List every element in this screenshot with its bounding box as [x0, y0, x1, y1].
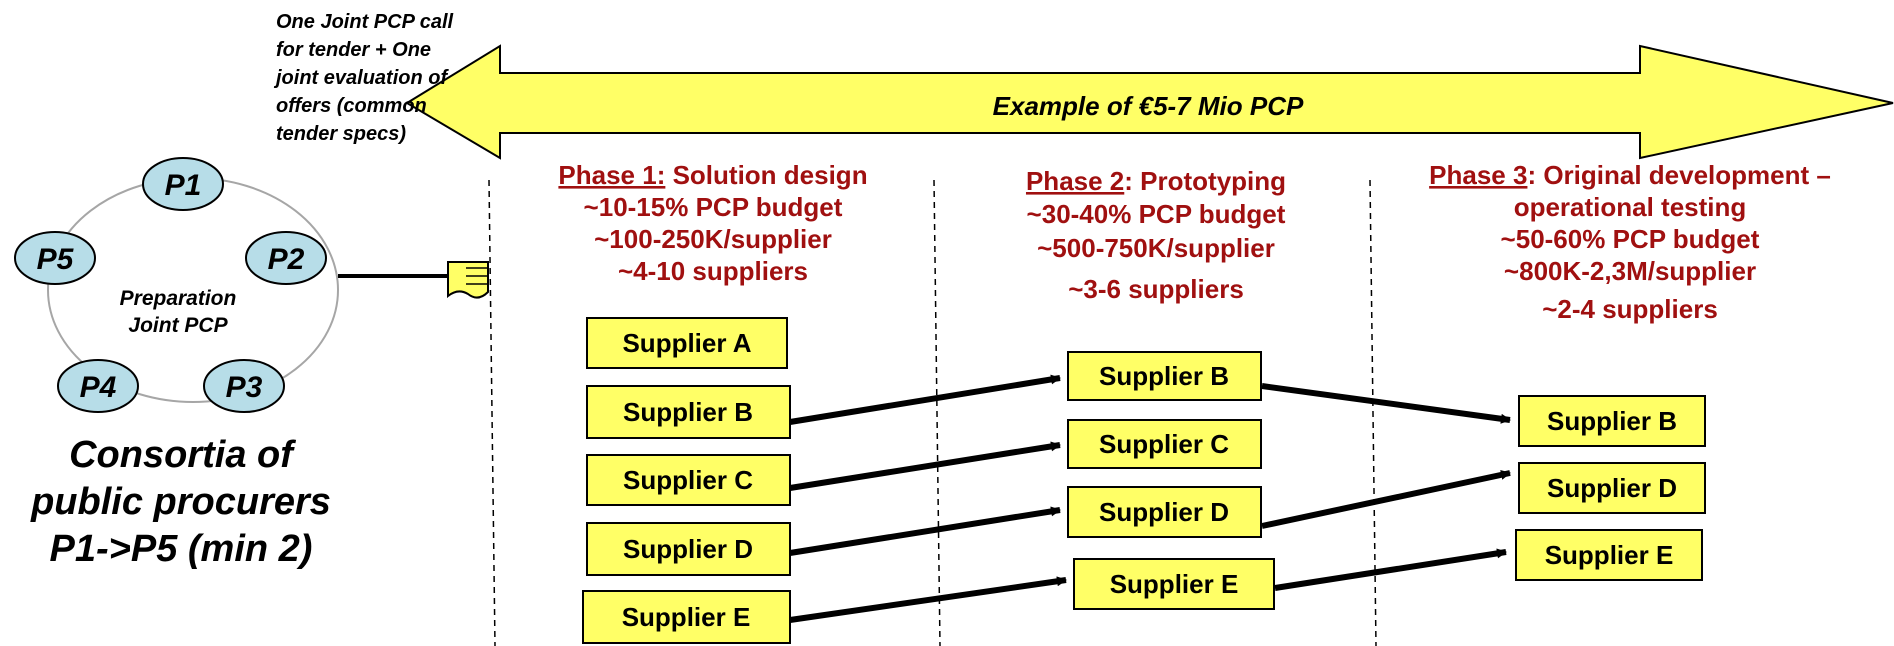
- timeline-label: Example of €5-7 Mio PCP: [993, 91, 1304, 121]
- supplier-box: Supplier D: [1518, 462, 1706, 514]
- phase-title: Phase 2: Prototyping: [1026, 166, 1286, 196]
- phase-title-underlined: Phase 3: [1429, 160, 1527, 190]
- progression-arrow: [789, 441, 1061, 491]
- caption-line: P1->P5 (min 2): [50, 528, 313, 570]
- supplier-box: Supplier A: [586, 317, 788, 369]
- supplier-label: Supplier C: [623, 465, 753, 495]
- phase-title-rest: : Prototyping: [1124, 166, 1286, 196]
- call-note-line: joint evaluation of: [273, 67, 449, 89]
- phase-detail: ~50-60% PCP budget: [1501, 224, 1760, 254]
- progression-arrow: [1274, 548, 1507, 591]
- supplier-box: Supplier B: [1067, 351, 1262, 401]
- progression-arrow: [1261, 383, 1511, 424]
- caption-line: Consortia of: [69, 434, 296, 476]
- progression-arrows: [789, 374, 1511, 623]
- supplier-box: Supplier B: [586, 385, 791, 439]
- phase-3-suppliers: Supplier B Supplier D Supplier E: [1515, 395, 1706, 581]
- caption-line: public procurers: [30, 481, 331, 523]
- phase-separator: [488, 179, 496, 646]
- supplier-box: Supplier D: [1067, 486, 1262, 538]
- partner-label: P3: [226, 371, 263, 404]
- supplier-label: Supplier E: [1545, 540, 1674, 570]
- supplier-label: Supplier B: [1547, 406, 1677, 436]
- partner-p1: P1: [142, 157, 224, 211]
- phase-title-rest: Solution design: [665, 160, 867, 190]
- phase-title: Phase 1: Solution design: [558, 160, 867, 190]
- supplier-box: Supplier C: [586, 454, 791, 506]
- phase-2-header: Phase 2: Prototyping ~30-40% PCP budget …: [1026, 166, 1286, 304]
- phase-detail: ~3-6 suppliers: [1068, 274, 1244, 304]
- phase-2-suppliers: Supplier B Supplier C Supplier D Supplie…: [1067, 351, 1275, 610]
- consortium-center-label: Preparation: [120, 287, 237, 310]
- phase-detail: ~500-750K/supplier: [1037, 233, 1275, 263]
- consortium: P1 P2 P3 P4 P5 Preparation Joint PCP: [14, 157, 339, 413]
- supplier-box: Supplier C: [1067, 419, 1262, 469]
- phase-title-underlined: Phase 2: [1026, 166, 1124, 196]
- partner-label: P5: [37, 243, 75, 276]
- phase-separator: [1369, 179, 1377, 646]
- call-note-line: One Joint PCP call: [276, 11, 454, 33]
- phase-detail: ~2-4 suppliers: [1542, 294, 1718, 324]
- phase-1-suppliers: Supplier A Supplier B Supplier C Supplie…: [582, 317, 791, 644]
- phase-detail: ~30-40% PCP budget: [1027, 199, 1286, 229]
- supplier-box: Supplier E: [1515, 529, 1703, 581]
- supplier-box: Supplier B: [1518, 395, 1706, 447]
- supplier-label: Supplier C: [1099, 429, 1229, 459]
- phase-1-header: Phase 1: Solution design ~10-15% PCP bud…: [558, 160, 867, 286]
- partner-label: P4: [80, 371, 117, 404]
- supplier-label: Supplier D: [1547, 473, 1677, 503]
- call-note: One Joint PCP call for tender + One join…: [273, 11, 454, 145]
- partner-p3: P3: [203, 359, 285, 413]
- phase-separator: [933, 179, 941, 646]
- progression-arrow: [1261, 469, 1511, 529]
- phase-detail: ~800K-2,3M/supplier: [1504, 256, 1756, 286]
- call-note-line: tender specs): [276, 123, 406, 145]
- progression-arrow: [789, 374, 1061, 425]
- supplier-label: Supplier A: [622, 328, 751, 358]
- partner-label: P2: [268, 243, 305, 276]
- document-icon: [447, 261, 489, 299]
- supplier-label: Supplier E: [622, 602, 751, 632]
- progression-arrow: [789, 506, 1061, 556]
- phase-title-rest: : Original development –: [1527, 160, 1830, 190]
- supplier-label: Supplier B: [1099, 361, 1229, 391]
- phase-detail: ~100-250K/supplier: [594, 224, 832, 254]
- partner-p2: P2: [245, 231, 327, 285]
- phase-detail: ~10-15% PCP budget: [584, 192, 843, 222]
- supplier-box: Supplier E: [582, 590, 791, 644]
- phase-title: Phase 3: Original development –: [1429, 160, 1831, 190]
- phase-title-underlined: Phase 1:: [558, 160, 665, 190]
- supplier-label: Supplier B: [623, 397, 753, 427]
- phase-detail: ~4-10 suppliers: [618, 256, 808, 286]
- supplier-box: Supplier E: [1073, 558, 1275, 610]
- progression-arrow: [789, 576, 1067, 623]
- timeline-double-arrow: [405, 44, 1894, 160]
- call-note-line: offers (common: [276, 95, 427, 117]
- partner-p4: P4: [57, 359, 139, 413]
- supplier-label: Supplier D: [1099, 497, 1229, 527]
- consortium-caption: Consortia of public procurers P1->P5 (mi…: [30, 434, 331, 570]
- partner-p5: P5: [14, 231, 96, 285]
- partner-label: P1: [165, 169, 202, 202]
- supplier-label: Supplier D: [623, 534, 753, 564]
- call-note-line: for tender + One: [276, 39, 431, 61]
- supplier-box: Supplier D: [586, 522, 791, 576]
- phase-3-header: Phase 3: Original development – operatio…: [1429, 160, 1831, 324]
- supplier-label: Supplier E: [1110, 569, 1239, 599]
- consortium-center-label: Joint PCP: [128, 314, 228, 337]
- phase-detail: operational testing: [1514, 192, 1747, 222]
